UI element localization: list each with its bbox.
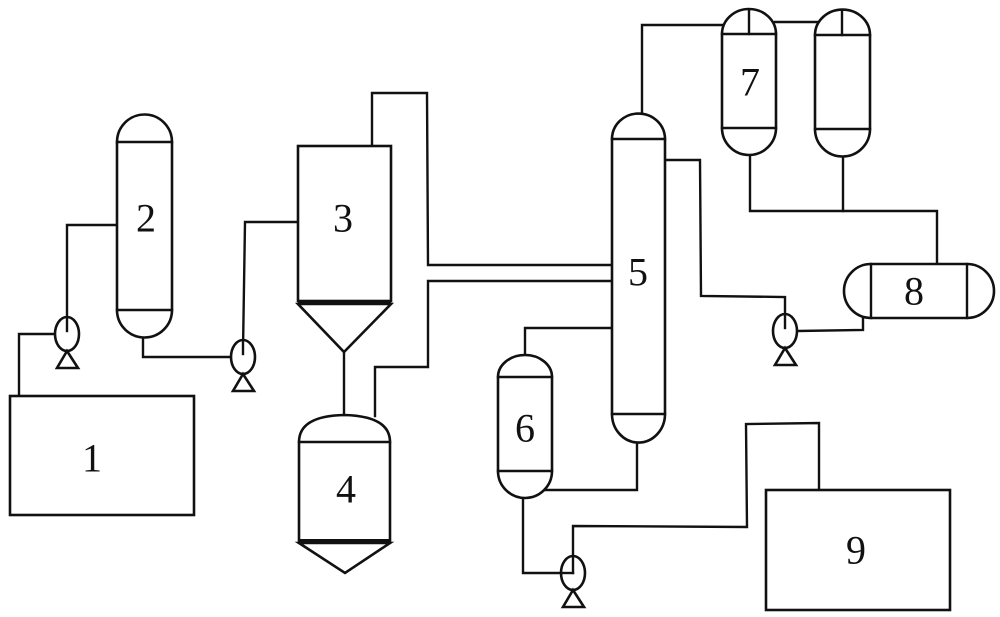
equipment-label-9: 9 bbox=[846, 528, 866, 573]
pipe-4-to-5 bbox=[373, 279, 614, 418]
equipment-4-vessel: 4 bbox=[294, 413, 395, 575]
pipe-5-bottom-to-6 bbox=[543, 440, 639, 492]
equipment-7b-vessel bbox=[813, 8, 872, 158]
pipe-pump-4-to-9 bbox=[571, 421, 821, 572]
equipment-label-8: 8 bbox=[904, 269, 924, 314]
piping bbox=[17, 20, 939, 575]
pump-1 bbox=[53, 315, 81, 370]
equipment-label-7: 7 bbox=[740, 60, 760, 105]
equipment-label-3: 3 bbox=[333, 196, 353, 241]
equipment-9-tank: 9 bbox=[764, 488, 952, 612]
pump-4 bbox=[559, 554, 587, 609]
pipe-5-to-6 bbox=[523, 326, 614, 357]
pipe-pump-2-to-3 bbox=[241, 220, 301, 352]
equipment-label-6: 6 bbox=[515, 406, 535, 451]
pump-3 bbox=[771, 312, 799, 367]
equipment-label-5: 5 bbox=[628, 250, 648, 295]
pipe-pump-3-to-8 bbox=[796, 314, 865, 333]
equipment-label-4: 4 bbox=[336, 467, 356, 512]
equipment-label-1: 1 bbox=[82, 436, 102, 481]
pump-2 bbox=[229, 338, 257, 393]
equipment-3-vessel: 3 bbox=[294, 144, 395, 354]
equipment-7-vessel: 7 bbox=[720, 7, 778, 157]
pipe-pump-1-to-2 bbox=[65, 223, 119, 332]
equipment-5-column: 5 bbox=[610, 112, 667, 444]
pipe-5-top-to-7 bbox=[640, 23, 725, 117]
pipe-2-to-pump-2 bbox=[141, 333, 232, 359]
equipment-2-vessel: 2 bbox=[115, 113, 174, 339]
equipment-6-vessel: 6 bbox=[496, 353, 554, 500]
equipment-label-2: 2 bbox=[136, 196, 156, 241]
pipe-1-to-pump-1 bbox=[17, 332, 57, 398]
pipe-5-to-pump-3 bbox=[663, 158, 787, 320]
equipment-8-drum: 8 bbox=[842, 262, 996, 320]
pipe-3-top-to-5 bbox=[370, 91, 614, 267]
pipe-6-to-pump-4 bbox=[521, 496, 568, 575]
equipment-1-tank: 1 bbox=[8, 394, 196, 517]
